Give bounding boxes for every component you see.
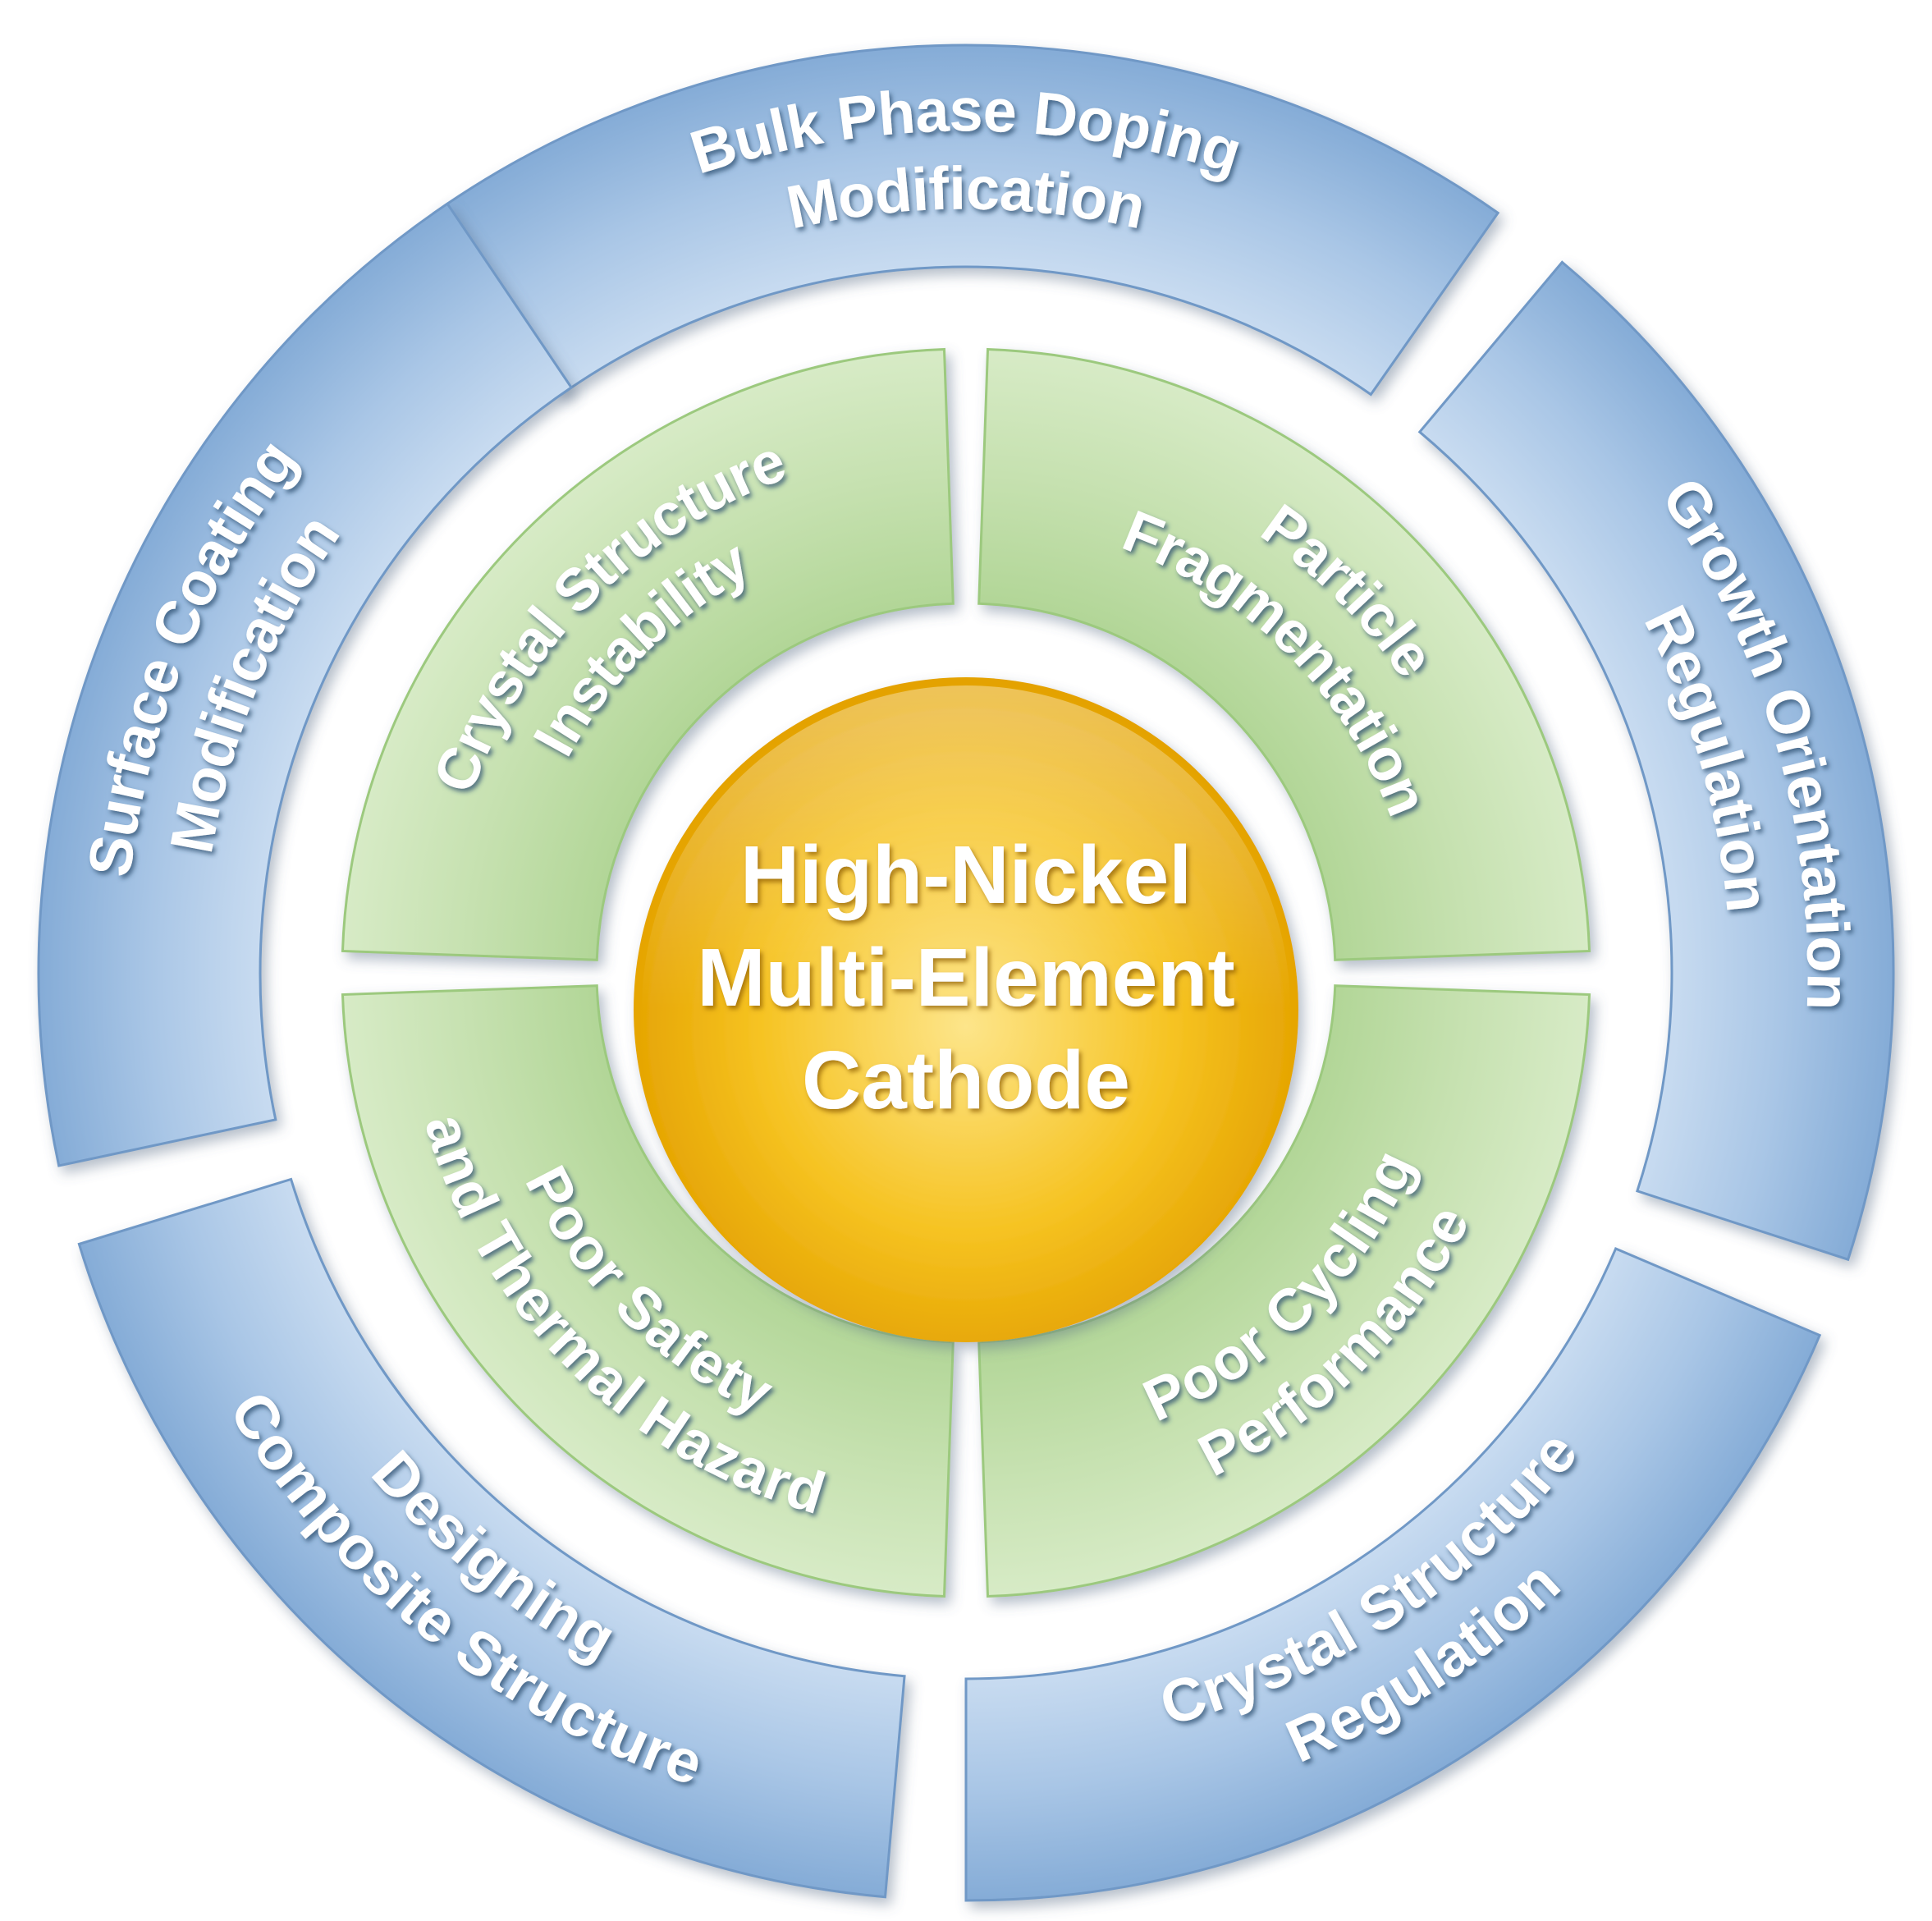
inner-segment-particle-fragmentation <box>977 347 1591 961</box>
outer-segment-growth-orientation <box>1417 260 1895 1262</box>
center-disc: High-Nickel Multi-Element Cathode <box>634 677 1298 1342</box>
center-gloss <box>642 685 1290 1334</box>
inner-segment-crystal-instability <box>341 347 955 961</box>
outer-segment-bulk-doping <box>432 44 1500 397</box>
inner-segment-poor-cycling <box>977 984 1591 1598</box>
center-title-line-2: Multi-Element <box>697 932 1235 1024</box>
center-title-line-1: High-Nickel <box>740 829 1192 921</box>
center-title-line-3: Cathode <box>802 1034 1130 1126</box>
inner-segment-poor-safety <box>341 984 955 1598</box>
outer-segment-crystal-regulation <box>964 1247 1822 1902</box>
outer-segment-surface-coating <box>37 202 574 1167</box>
outer-segment-composite-structure <box>77 1177 906 1899</box>
